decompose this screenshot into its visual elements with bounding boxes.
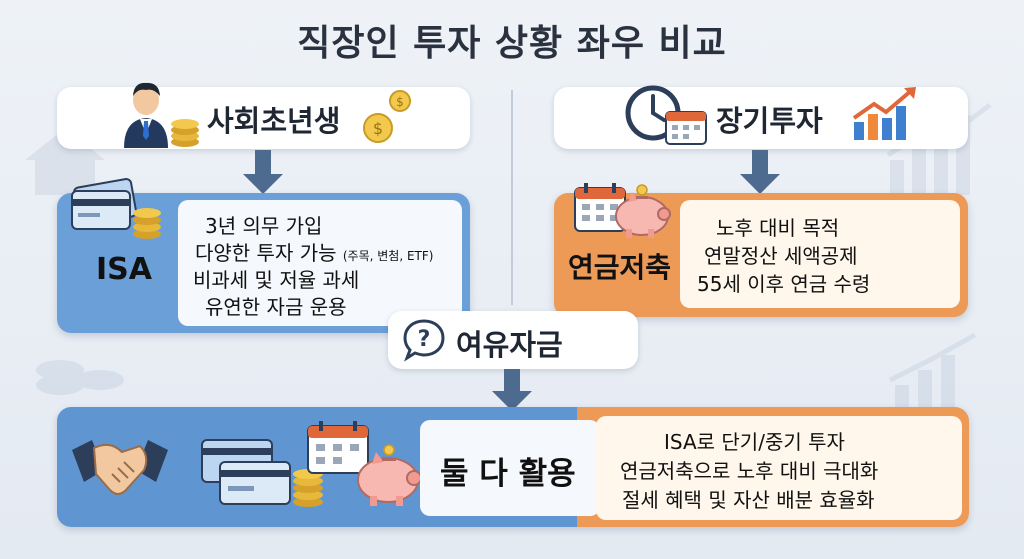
left-arrow-stem xyxy=(255,150,271,176)
isa-line-4: 유연한 자금 운용 xyxy=(205,295,347,319)
right-arrow-head xyxy=(740,174,780,194)
bottom-line-3: 절세 혜택 및 자산 배분 효율화 xyxy=(622,488,875,512)
bottom-line-1: ISA로 단기/중기 투자 xyxy=(664,430,845,454)
middle-arrow-stem xyxy=(504,369,520,393)
center-divider xyxy=(511,90,513,305)
bottom-name-box xyxy=(420,420,600,516)
isa-line-2-text: 다양한 투자 가능 xyxy=(195,241,337,265)
piggy-bank-icon xyxy=(615,184,671,238)
left-arrow-head xyxy=(243,174,283,194)
pension-line-3: 55세 이후 연금 수령 xyxy=(697,272,871,296)
pension-line-1: 노후 대비 목적 xyxy=(716,216,840,240)
bottom-details-box xyxy=(596,416,962,520)
isa-name: ISA xyxy=(96,252,152,287)
middle-label: 여유자금 xyxy=(456,328,563,362)
isa-coin-stack-icon xyxy=(133,208,161,239)
right-label: 장기투자 xyxy=(716,104,823,138)
handshake-icon xyxy=(72,440,168,495)
businessman-icon xyxy=(124,82,168,148)
svg-text:$: $ xyxy=(396,95,404,109)
page-title: 직장인 투자 상황 좌우 비교 xyxy=(297,23,727,64)
calendar-icon xyxy=(665,111,707,145)
pension-line-2: 연말정산 세액공제 xyxy=(704,244,858,268)
isa-line-3: 비과세 및 저율 과세 xyxy=(193,268,360,292)
bg-coins-icon xyxy=(36,360,124,395)
right-arrow-stem xyxy=(752,150,768,176)
isa-line-2: 다양한 투자 가능 (주목, 변첨, ETF) xyxy=(195,237,433,266)
credit-card-icon xyxy=(71,178,138,230)
bottom-line-2: 연금저축으로 노후 대비 극대화 xyxy=(620,459,879,483)
isa-details-box xyxy=(178,200,462,326)
bottom-name: 둘 다 활용 xyxy=(440,456,576,492)
bottom-piggy-bank-icon xyxy=(357,444,422,506)
svg-text:?: ? xyxy=(418,327,431,352)
growth-chart-icon xyxy=(852,87,916,140)
isa-line-2-note: (주목, 변첨, ETF) xyxy=(342,249,434,263)
isa-line-1: 3년 의무 가입 xyxy=(205,214,323,238)
svg-text:$: $ xyxy=(373,119,383,138)
middle-arrow-head xyxy=(492,391,532,411)
bottom-coin-stack-icon xyxy=(293,469,323,507)
pension-calendar-icon xyxy=(574,183,626,232)
coin-stack-icon xyxy=(171,119,199,147)
floating-coins-icon: $ $ xyxy=(363,90,411,143)
left-label: 사회초년생 xyxy=(207,104,341,138)
bottom-credit-cards-icon xyxy=(201,439,291,505)
bottom-calendar-icon xyxy=(307,421,369,474)
question-bubble-icon: ? xyxy=(403,319,445,362)
pension-details-box xyxy=(680,200,960,308)
pension-name: 연금저축 xyxy=(568,251,672,284)
